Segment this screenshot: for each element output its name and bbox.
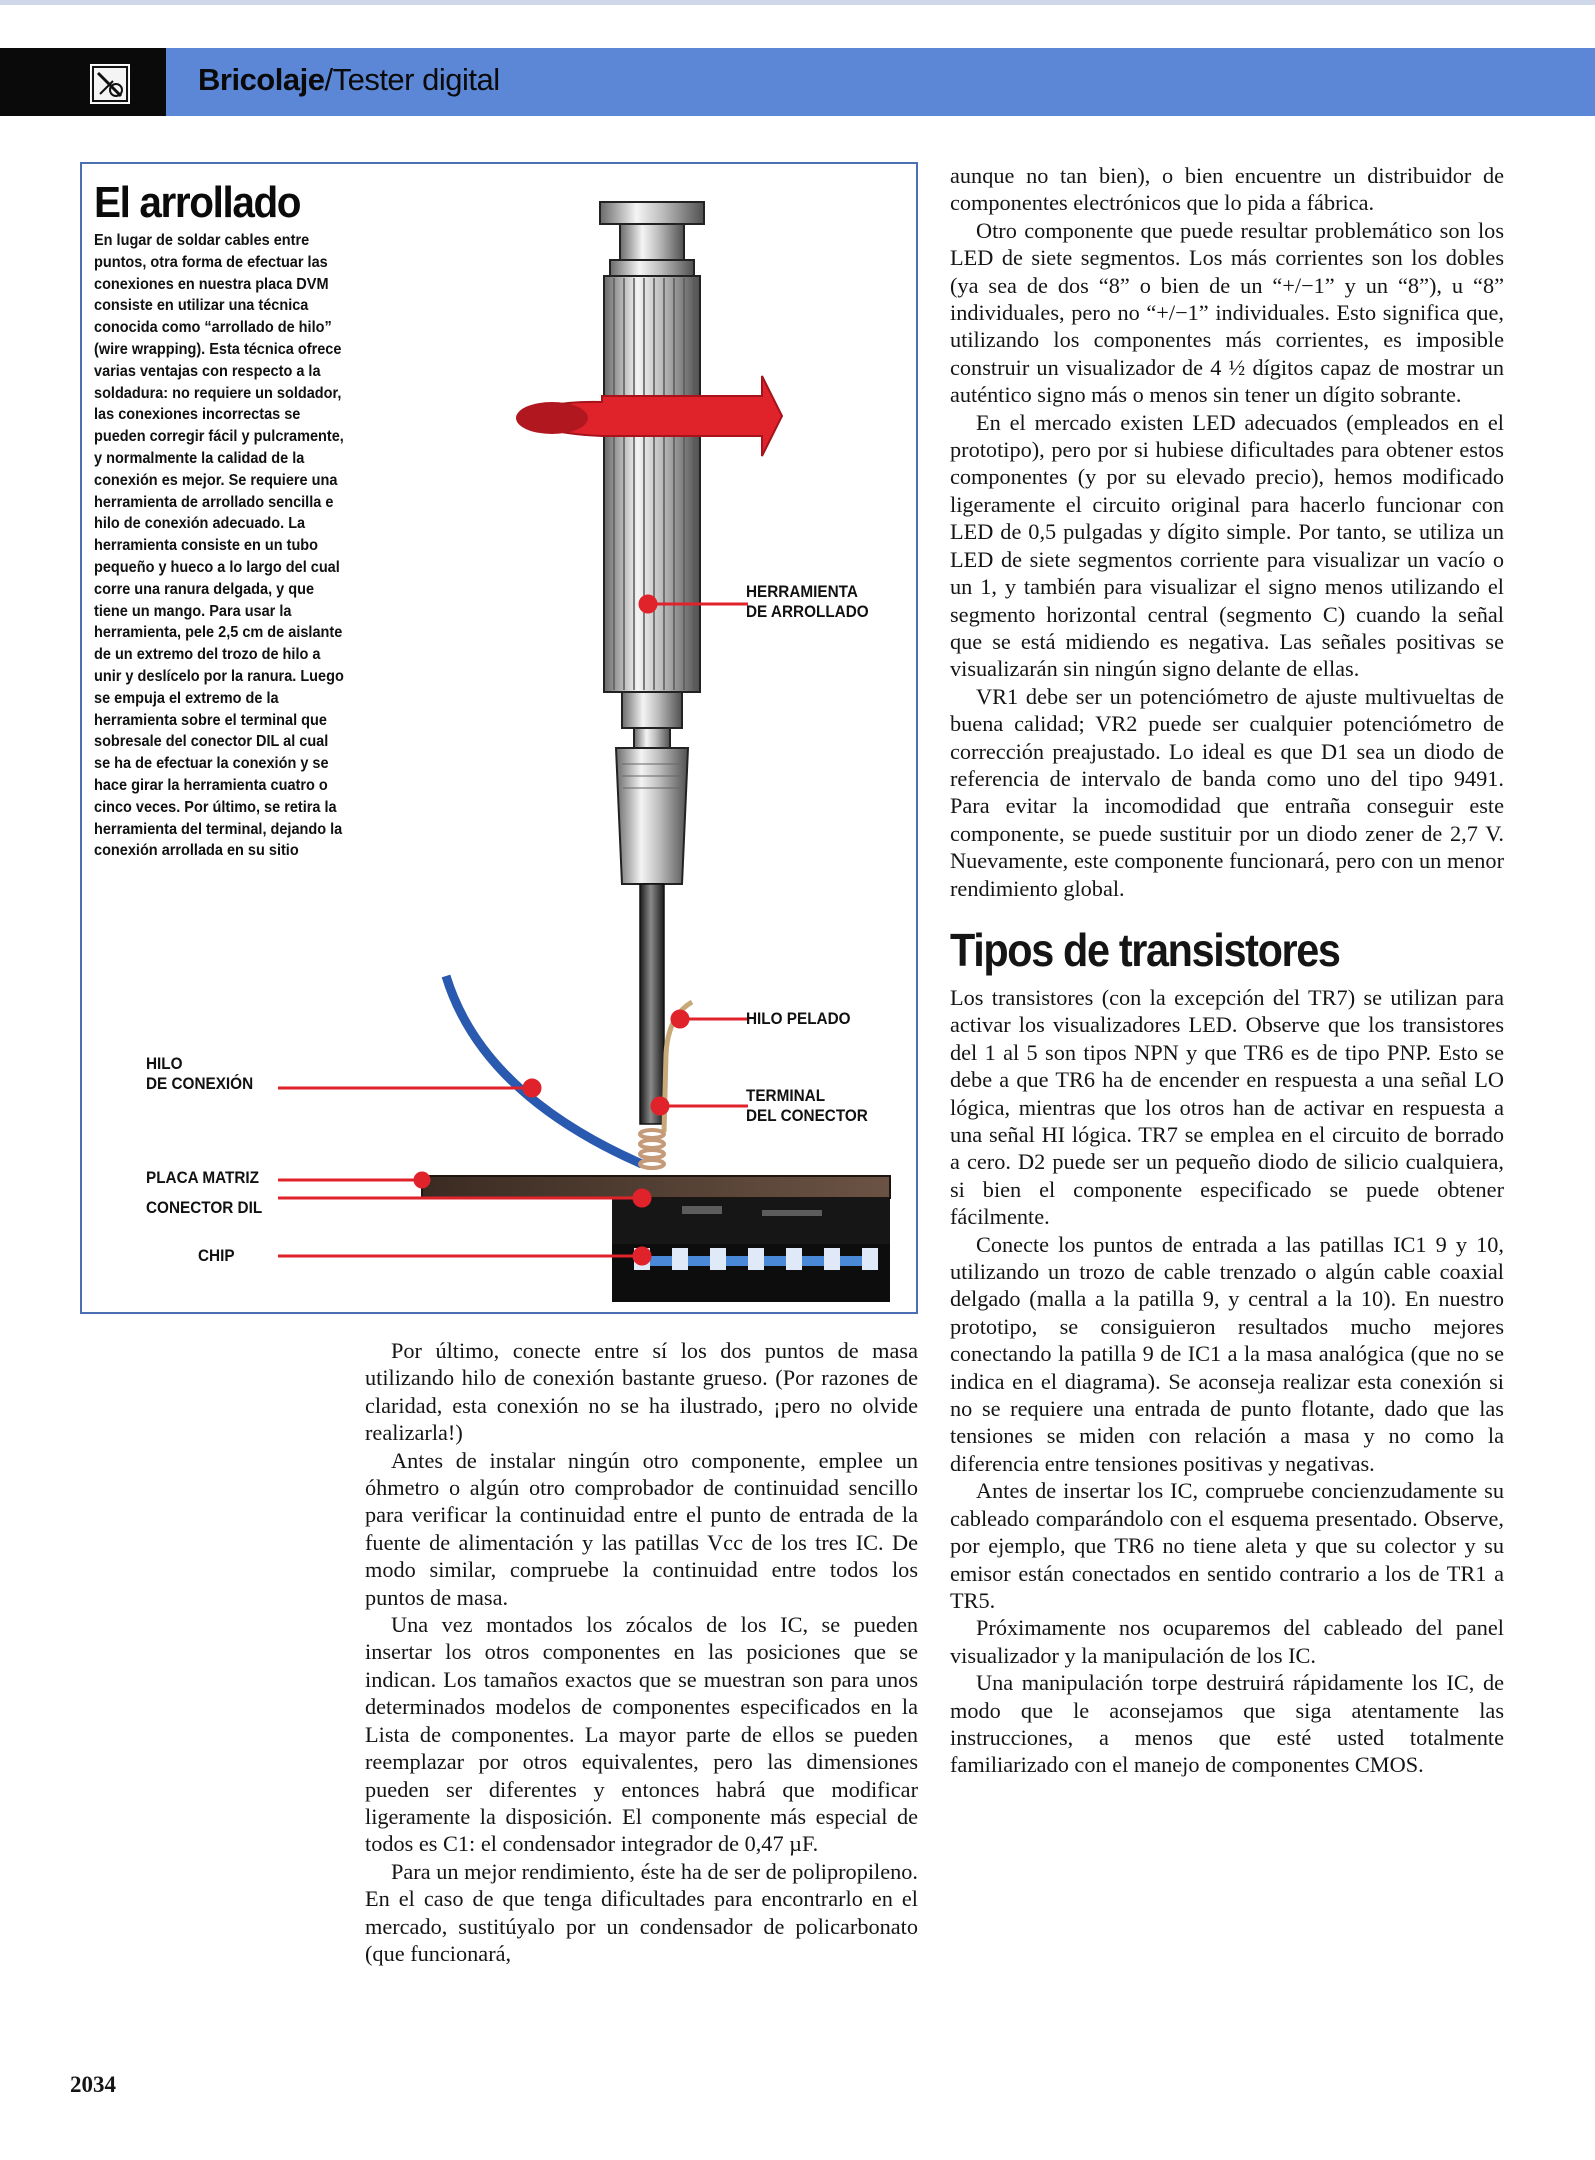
label-stripped-wire: HILO PELADO <box>746 1009 851 1028</box>
paragraph: Una vez montados los zócalos de los IC, … <box>365 1612 918 1857</box>
rotation-arrow <box>516 375 784 457</box>
paragraph: Antes de insertar los IC, compruebe conc… <box>950 1478 1504 1613</box>
figure-title: El arrollado <box>94 178 302 227</box>
paragraph: Próximamente nos ocuparemos del cableado… <box>950 1615 1504 1668</box>
top-rule <box>0 0 1595 5</box>
label-wire: HILO DE CONEXIÓN <box>146 1054 254 1093</box>
label-connector-terminal: TERMINAL DEL CONECTOR <box>746 1086 868 1125</box>
header-separator: / <box>324 62 333 97</box>
matrix-board <box>421 1175 891 1199</box>
left-column: Por último, conecte entre sí los dos pun… <box>365 1337 918 1967</box>
label-chip: CHIP <box>198 1246 235 1265</box>
paragraph: Conecte los puntos de entrada a las pati… <box>950 1231 1504 1476</box>
paragraph: Los transistores (con la excepción del T… <box>950 984 1504 1230</box>
page-number: 2034 <box>70 2072 116 2097</box>
paragraph: VR1 debe ser un potenciómetro de ajuste … <box>950 683 1504 901</box>
wire-wrap-figure: El arrollado En lugar de soldar cables e… <box>80 162 918 1314</box>
connection-wire <box>441 974 644 1169</box>
figure-caption: En lugar de soldar cables entre puntos, … <box>94 232 344 860</box>
pointer-lines <box>278 594 748 1266</box>
dil-connector <box>612 1198 890 1244</box>
header-title: Bricolaje/Tester digital <box>198 62 500 98</box>
section-logo <box>0 48 166 116</box>
paragraph: Una manipulación torpe destruirá rápidam… <box>950 1670 1504 1778</box>
label-dil-connector: CONECTOR DIL <box>146 1198 263 1217</box>
chip-pin-shadows <box>650 1256 862 1266</box>
section-heading: Tipos de transistores <box>950 923 1341 976</box>
wire-wrap-illustration <box>278 201 891 1302</box>
tools-icon <box>90 64 130 104</box>
paragraph: En el mercado existen LED adecuados (emp… <box>950 409 1504 682</box>
header-subtitle: Tester digital <box>332 62 501 97</box>
paragraph: Antes de instalar ningún otro componente… <box>365 1447 918 1610</box>
right-column: aunque no tan bien), o bien encuentre un… <box>950 162 1504 1779</box>
section-header: Bricolaje/Tester digital <box>0 48 1595 116</box>
label-matrix-board: PLACA MATRIZ <box>146 1168 260 1187</box>
wrap-coil <box>638 1128 666 1170</box>
paragraph: Por último, conecte entre sí los dos pun… <box>365 1338 918 1446</box>
paragraph: Otro componente que puede resultar probl… <box>950 217 1504 408</box>
tool-cap <box>599 201 705 277</box>
tool-neck <box>614 691 690 1125</box>
paragraph: aunque no tan bien), o bien encuentre un… <box>950 163 1504 216</box>
label-tool: HERRAMIENTA DE ARROLLADO <box>746 582 869 621</box>
tool-handle <box>603 275 701 693</box>
paragraph: Para un mejor rendimiento, éste ha de se… <box>365 1858 918 1966</box>
stripped-wire <box>661 999 694 1133</box>
connector-highlight <box>682 1206 822 1216</box>
header-section: Bricolaje <box>198 62 325 97</box>
